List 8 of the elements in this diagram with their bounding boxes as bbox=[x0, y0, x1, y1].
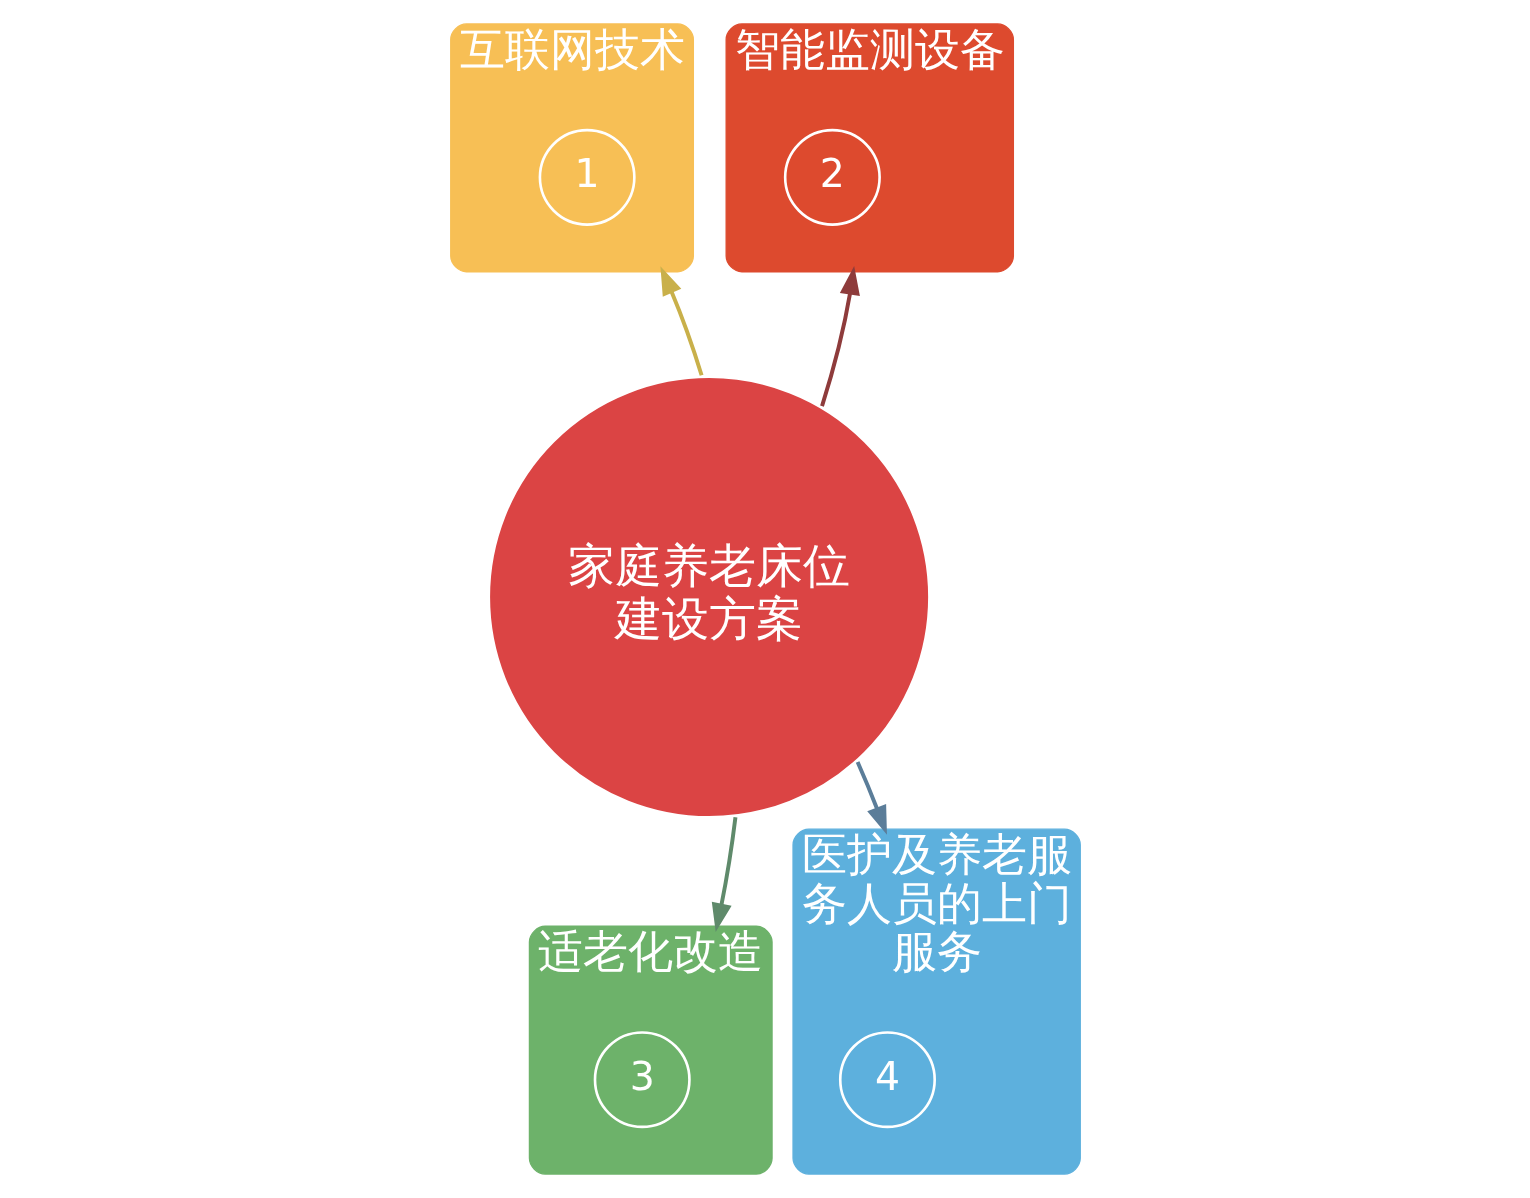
node-circle: 1 bbox=[538, 128, 636, 226]
arrow bbox=[855, 761, 887, 835]
arrow bbox=[711, 817, 737, 933]
arrow bbox=[819, 265, 860, 407]
node-circle: 2 bbox=[783, 128, 881, 226]
arrow bbox=[659, 266, 703, 376]
node-circle: 4 bbox=[838, 1031, 936, 1129]
node-circle: 3 bbox=[593, 1031, 691, 1129]
